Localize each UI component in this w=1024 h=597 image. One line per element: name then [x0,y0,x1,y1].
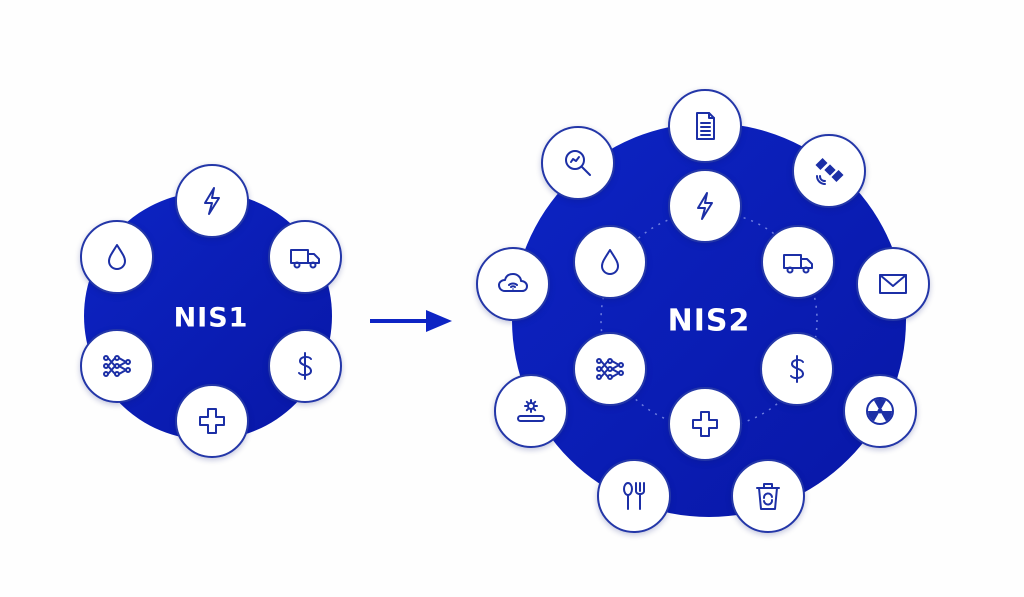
nis1-title: NIS1 [173,302,249,334]
nis2-neural-network-icon [573,332,647,406]
nis2-water-drop-icon [573,225,647,299]
nis1-dollar-icon [268,329,342,403]
cloud-wifi-icon [476,247,550,321]
nis1-truck-icon [268,220,342,294]
nis2-lightning-icon [668,169,742,243]
search-analytics-icon [541,126,615,200]
nis2-truck-icon [761,225,835,299]
nis2-title: NIS2 [667,303,751,339]
satellite-icon [792,134,866,208]
nis1-water-drop-icon [80,220,154,294]
nis2-dollar-icon [760,332,834,406]
recycle-bin-icon [731,459,805,533]
nis1-medical-cross-icon [175,384,249,458]
radiation-icon [843,374,917,448]
nis1-lightning-icon [175,164,249,238]
transition-arrow [370,310,452,332]
cutlery-icon [597,459,671,533]
envelope-icon [856,247,930,321]
nis1-neural-network-icon [80,329,154,403]
manufacturing-icon [494,374,568,448]
nis2-medical-cross-icon [668,387,742,461]
document-icon [668,89,742,163]
